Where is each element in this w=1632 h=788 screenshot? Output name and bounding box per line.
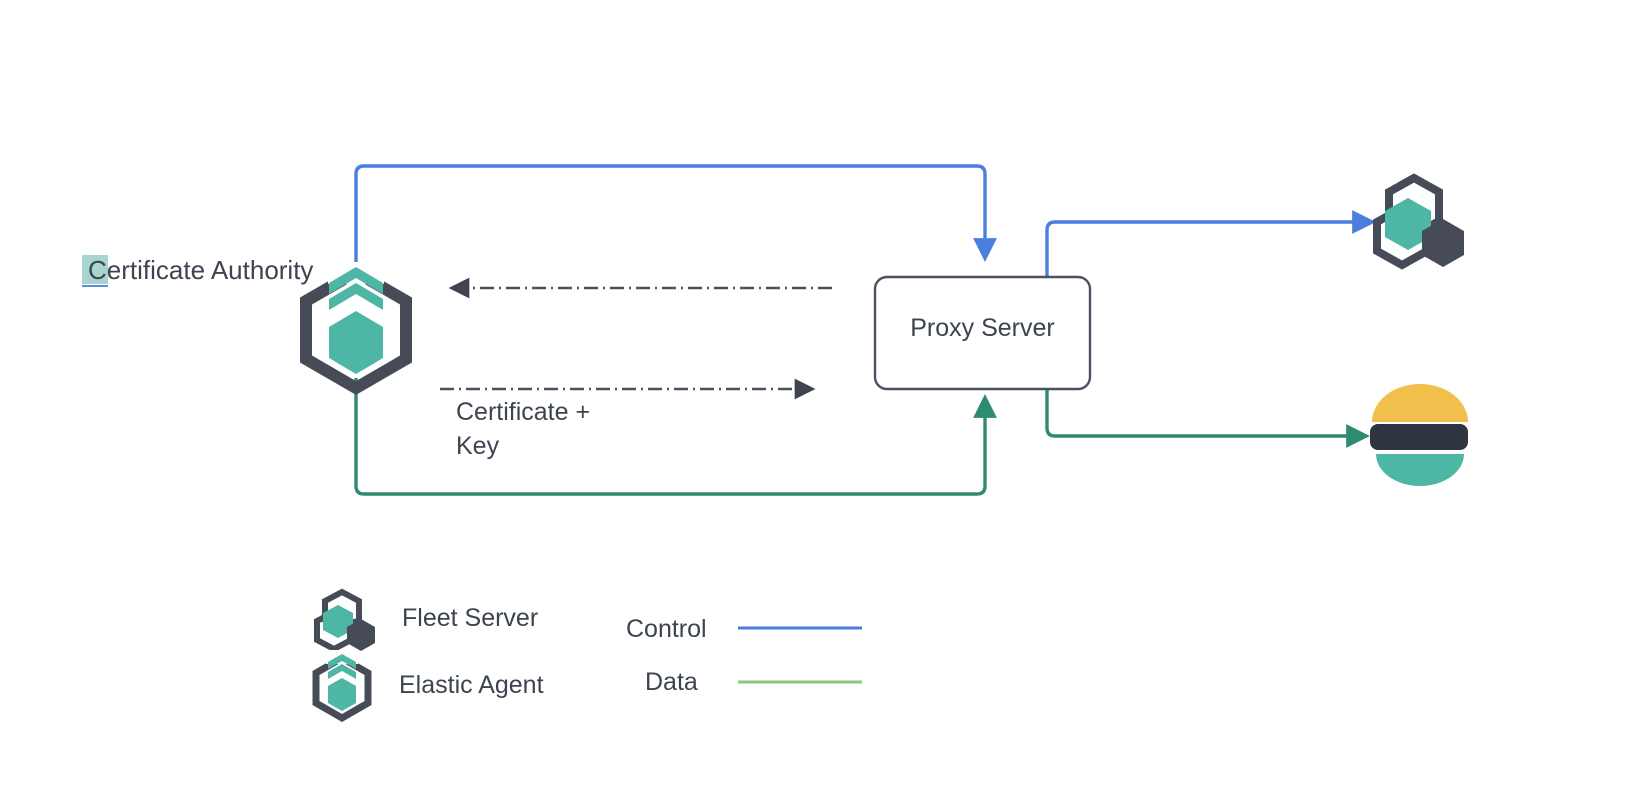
legend-item-label-elastic-agent: Elastic Agent [399, 671, 544, 699]
certificate-authority-label: Certificate Authority [88, 255, 314, 285]
proxy-server-label: Proxy Server [910, 314, 1055, 342]
fleet-server-icon [1373, 173, 1464, 270]
text-selection-highlight [82, 255, 108, 284]
legend-elastic-agent-icon [312, 650, 372, 723]
edge-control-ca-to-proxy [354, 164, 997, 290]
legend-fleet-server-icon [314, 588, 375, 653]
text-selection-underline [82, 285, 108, 287]
legend-line-label-control: Control [626, 615, 707, 643]
certificate-key-label-line1: Certificate + [456, 398, 591, 426]
proxy-server-box[interactable] [873, 275, 1092, 391]
certificate-key-label-line2: Key [456, 432, 500, 460]
edge-control-proxy-to-fleet [1045, 210, 1376, 278]
legend-item-label-fleet-server: Fleet Server [402, 604, 539, 632]
elasticsearch-icon [1370, 384, 1468, 486]
edge-data-proxy-to-elasticsearch [1045, 388, 1370, 448]
edge-data-ca-to-proxy [354, 378, 997, 496]
legend-line-label-data: Data [645, 668, 698, 696]
elastic-agent-icon [300, 262, 412, 395]
